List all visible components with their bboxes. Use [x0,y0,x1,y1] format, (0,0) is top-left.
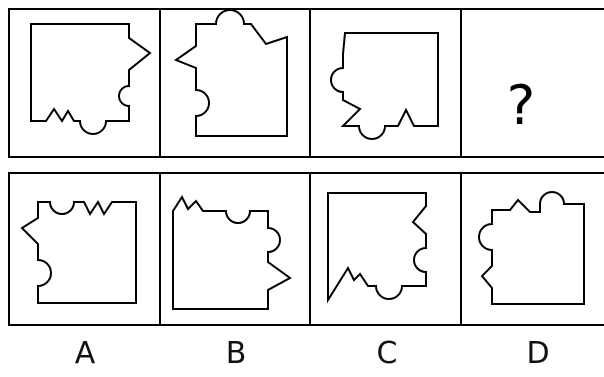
option-c-shape [328,193,426,300]
option-c-label[interactable]: C [357,336,417,372]
option-a-shape [22,202,136,303]
option-b-shape [173,197,290,309]
question-mark: ? [507,74,536,137]
option-b-label[interactable]: B [206,336,266,372]
option-d-shape [479,192,584,304]
option-a-label[interactable]: A [55,336,115,372]
question-shape-3 [331,33,438,139]
question-shape-2 [176,10,287,136]
option-d-label[interactable]: D [508,336,568,372]
question-shape-1 [31,24,150,134]
